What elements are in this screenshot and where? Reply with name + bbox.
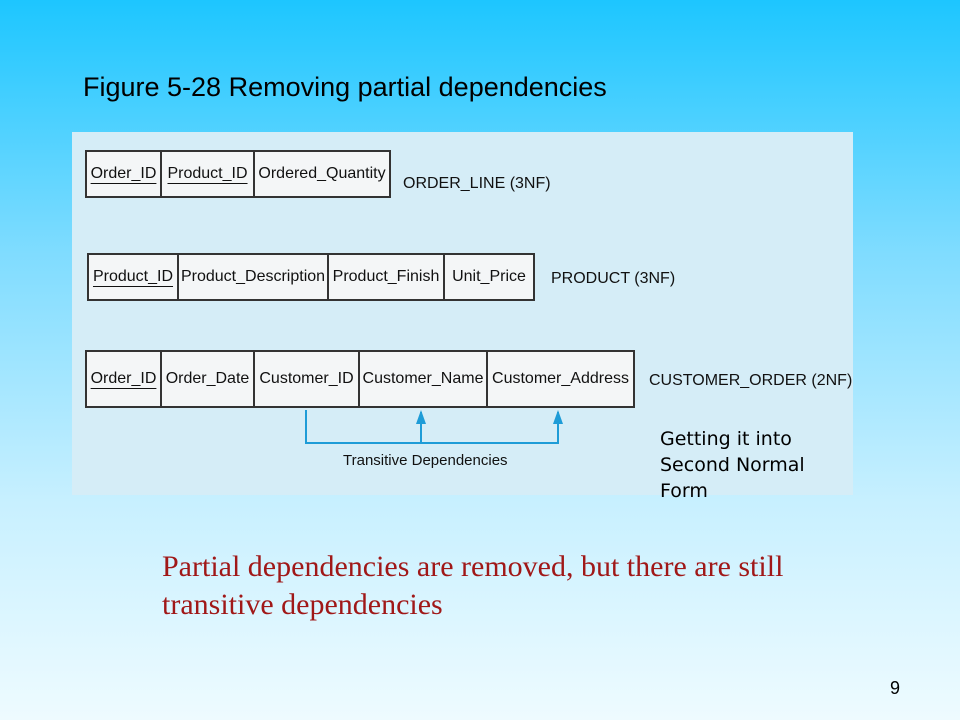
relation-name-customer-order: CUSTOMER_ORDER (2NF) [649, 372, 853, 389]
attr-customer-name: Customer_Name [360, 352, 488, 406]
figure-panel: Order_ID Product_ID Ordered_Quantity ORD… [72, 132, 853, 495]
attr-unit-price: Unit_Price [452, 268, 526, 285]
second-normal-form-note: Getting it into Second Normal Form [660, 428, 805, 502]
transitive-dependency-arrows [305, 410, 563, 444]
transitive-dependencies-label: Transitive Dependencies [343, 452, 508, 469]
dependency-line [305, 410, 559, 444]
attr-customer-address: Customer_Address [492, 370, 629, 387]
attr-order-id: Order_ID [87, 352, 162, 406]
relation-product: Product_ID Product_Description Product_F… [87, 253, 535, 301]
attr-customer-id: Customer_ID [255, 352, 360, 406]
relation-name-order-line: ORDER_LINE (3NF) [403, 175, 551, 192]
arrowhead-customer-address [553, 410, 563, 424]
attr-order-id: Order_ID [87, 152, 162, 196]
relation-order-line: Order_ID Product_ID Ordered_Quantity [85, 150, 391, 198]
slide-caption: Partial dependencies are removed, but th… [162, 550, 784, 621]
arrowhead-customer-name [416, 410, 426, 424]
page-number: 9 [890, 678, 901, 698]
relation-name-product: PRODUCT (3NF) [551, 270, 676, 287]
attr-ordered-quantity: Ordered_Quantity [258, 165, 386, 182]
attr-product-description: Product_Description [179, 255, 329, 299]
relation-customer-order: Order_ID Order_Date Customer_ID Customer… [85, 350, 635, 408]
attr-product-id: Product_ID [89, 255, 179, 299]
slide-title: Figure 5-28 Removing partial dependencie… [83, 72, 607, 102]
attr-product-finish: Product_Finish [329, 255, 445, 299]
attr-order-date: Order_Date [162, 352, 255, 406]
attr-product-id: Product_ID [162, 152, 255, 196]
